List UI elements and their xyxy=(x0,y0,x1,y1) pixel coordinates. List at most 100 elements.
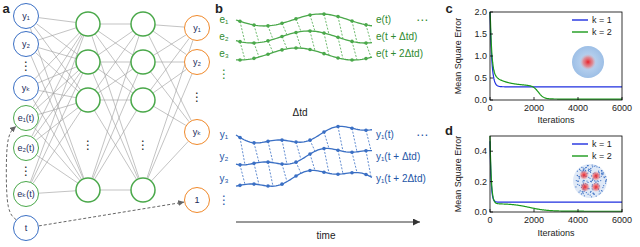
hidden-neuron xyxy=(76,88,100,112)
input-neuron: y₂ xyxy=(13,31,39,57)
speckle xyxy=(594,194,595,195)
speckle xyxy=(576,180,577,181)
speckle xyxy=(590,172,591,173)
shift-hatch xyxy=(366,43,371,57)
error-curve xyxy=(236,14,372,26)
legend-line-sample xyxy=(572,31,588,32)
sample-dot xyxy=(294,46,298,50)
signal-name: y₂ xyxy=(220,152,229,162)
shift-hatch xyxy=(366,25,371,43)
neuron-label: y₂ xyxy=(193,58,201,67)
neuron-label: y₁ xyxy=(193,24,201,33)
trajectory-curve xyxy=(236,126,372,143)
loss-curve xyxy=(490,12,622,99)
speckle xyxy=(586,180,587,181)
output-neuron: y₁ xyxy=(184,15,210,41)
shift-hatch xyxy=(338,127,343,152)
weight-line xyxy=(37,155,78,183)
speckle xyxy=(595,165,596,166)
speckle xyxy=(586,167,587,168)
signal-illustration xyxy=(236,12,420,222)
neuron-label: y₂ xyxy=(22,40,30,49)
signal-name: y₁ xyxy=(220,130,228,140)
speckle xyxy=(577,175,578,176)
input-neuron: e₁(t) xyxy=(13,105,39,131)
hidden-layers xyxy=(76,12,155,202)
ticks xyxy=(490,12,622,212)
weight-line xyxy=(93,73,139,179)
weight-line xyxy=(38,48,76,59)
target-spot xyxy=(579,170,589,180)
legend-text: k = 1 xyxy=(592,16,612,25)
legend-line-sample xyxy=(572,19,588,20)
axis-title: Mean Square Error xyxy=(454,136,463,213)
speckle xyxy=(587,165,588,166)
domain-disk xyxy=(572,46,604,78)
weight-line xyxy=(155,62,184,63)
ellipsis: ⋮ xyxy=(20,60,32,72)
ellipsis: ⋯ xyxy=(416,129,428,141)
tick-mark xyxy=(578,97,579,100)
weight-line xyxy=(94,110,136,180)
speckle xyxy=(577,171,578,172)
weight-line xyxy=(155,25,184,27)
shift-hatch xyxy=(324,132,329,148)
tick-mark xyxy=(490,12,493,13)
hidden-neuron xyxy=(131,12,155,36)
inset-c xyxy=(572,46,604,78)
tick-label: 0.5 xyxy=(474,74,487,83)
tick-label: 1.0 xyxy=(474,52,487,61)
shift-hatch xyxy=(324,14,329,34)
speckle xyxy=(600,192,601,193)
weight-line xyxy=(94,110,136,180)
weight-line xyxy=(150,72,189,122)
speckle xyxy=(590,181,591,182)
speckle xyxy=(592,166,593,167)
speckle xyxy=(588,170,589,171)
sample-dot xyxy=(308,169,312,173)
speckle xyxy=(579,168,580,169)
time-arrow xyxy=(236,222,420,223)
shift-hatch xyxy=(282,140,287,164)
tick-label: 4000 xyxy=(568,104,588,113)
speckle xyxy=(603,185,604,186)
axes-frame xyxy=(490,12,622,100)
sample-dot xyxy=(322,52,326,56)
weight-line xyxy=(153,35,186,56)
tick-label: 0.2 xyxy=(474,177,487,186)
tick-label: 0.4 xyxy=(474,147,487,156)
speckle xyxy=(596,166,597,167)
sample-dot xyxy=(266,52,270,56)
shift-hatch xyxy=(324,33,329,55)
trajectory-curve xyxy=(236,170,372,186)
shift-hatch xyxy=(282,23,287,35)
neuron-label: yₖ xyxy=(22,84,30,93)
ellipsis: ⋮ xyxy=(218,194,230,206)
weight-line xyxy=(39,90,76,97)
speckle xyxy=(598,181,599,182)
input-neuron: y₁ xyxy=(13,3,39,29)
shift-hatch xyxy=(296,142,301,160)
speckle xyxy=(581,193,582,194)
output-neuron: yₖ xyxy=(184,119,210,145)
speckle xyxy=(602,191,603,192)
weight-line xyxy=(98,69,133,93)
speckle xyxy=(600,180,601,181)
speckle xyxy=(590,192,591,193)
shift-hatch xyxy=(296,19,301,32)
weight-line xyxy=(38,28,76,40)
sample-dot xyxy=(280,48,284,52)
weight-line xyxy=(36,24,78,55)
target-spot xyxy=(591,182,601,192)
shift-hatch xyxy=(296,162,301,173)
tick-mark xyxy=(534,97,535,100)
input-neuron: eₖ(t) xyxy=(13,181,39,207)
speckle xyxy=(606,179,607,180)
tick-label: 0.0 xyxy=(474,96,487,105)
weight-line xyxy=(98,69,133,93)
speckle xyxy=(602,173,603,174)
hidden-neuron xyxy=(131,178,155,202)
speckle xyxy=(591,196,592,197)
mse-chart xyxy=(490,12,622,100)
shift-hatch xyxy=(240,138,245,165)
